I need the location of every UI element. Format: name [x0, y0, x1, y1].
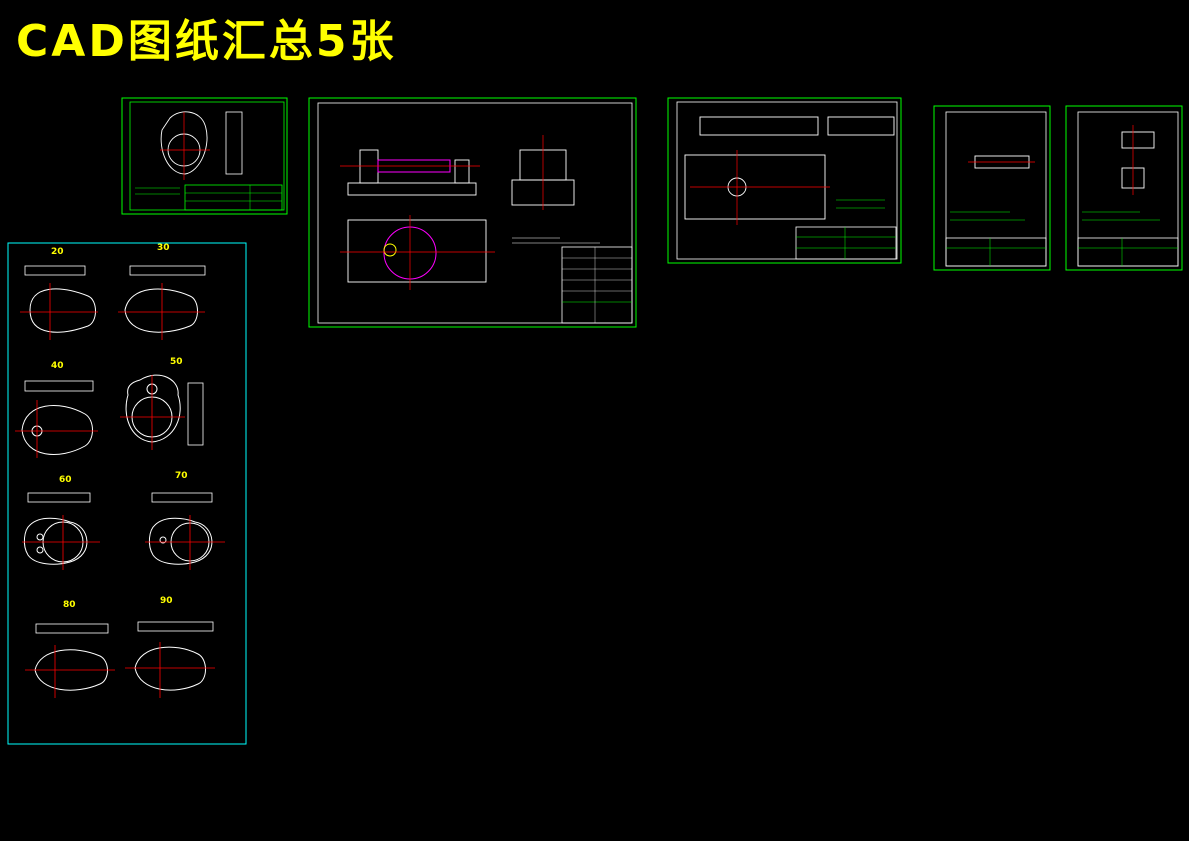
- process-view-30: 30: [118, 243, 206, 340]
- left-sheet-process-views[interactable]: 20 30 40 50: [7, 242, 247, 745]
- process-view-20: 20: [20, 247, 98, 340]
- view-label-20: 20: [51, 247, 64, 257]
- view-label-60: 60: [59, 475, 72, 485]
- process-view-80: 80: [25, 600, 115, 698]
- view-label-90: 90: [160, 596, 173, 606]
- sheet-4-part-drawing[interactable]: [933, 105, 1051, 271]
- sheet-2-assembly-drawing[interactable]: [308, 97, 637, 328]
- sheet-3-part-drawing[interactable]: [667, 97, 902, 264]
- process-view-60: 60: [22, 475, 100, 570]
- process-view-70: 70: [145, 471, 225, 570]
- view-label-70: 70: [175, 471, 188, 481]
- left-sheet-frame: [7, 242, 247, 745]
- view-label-80: 80: [63, 600, 76, 610]
- process-view-90: 90: [125, 596, 215, 698]
- sheet-1-part-drawing[interactable]: [121, 97, 288, 215]
- process-view-40: 40: [15, 361, 98, 458]
- process-view-50: 50: [120, 357, 204, 450]
- sheet-5-part-drawing[interactable]: [1065, 105, 1183, 271]
- drawing-set-title: CAD图纸汇总5张: [16, 16, 397, 67]
- view-label-50: 50: [170, 357, 183, 367]
- view-label-30: 30: [157, 243, 170, 253]
- view-label-40: 40: [51, 361, 64, 371]
